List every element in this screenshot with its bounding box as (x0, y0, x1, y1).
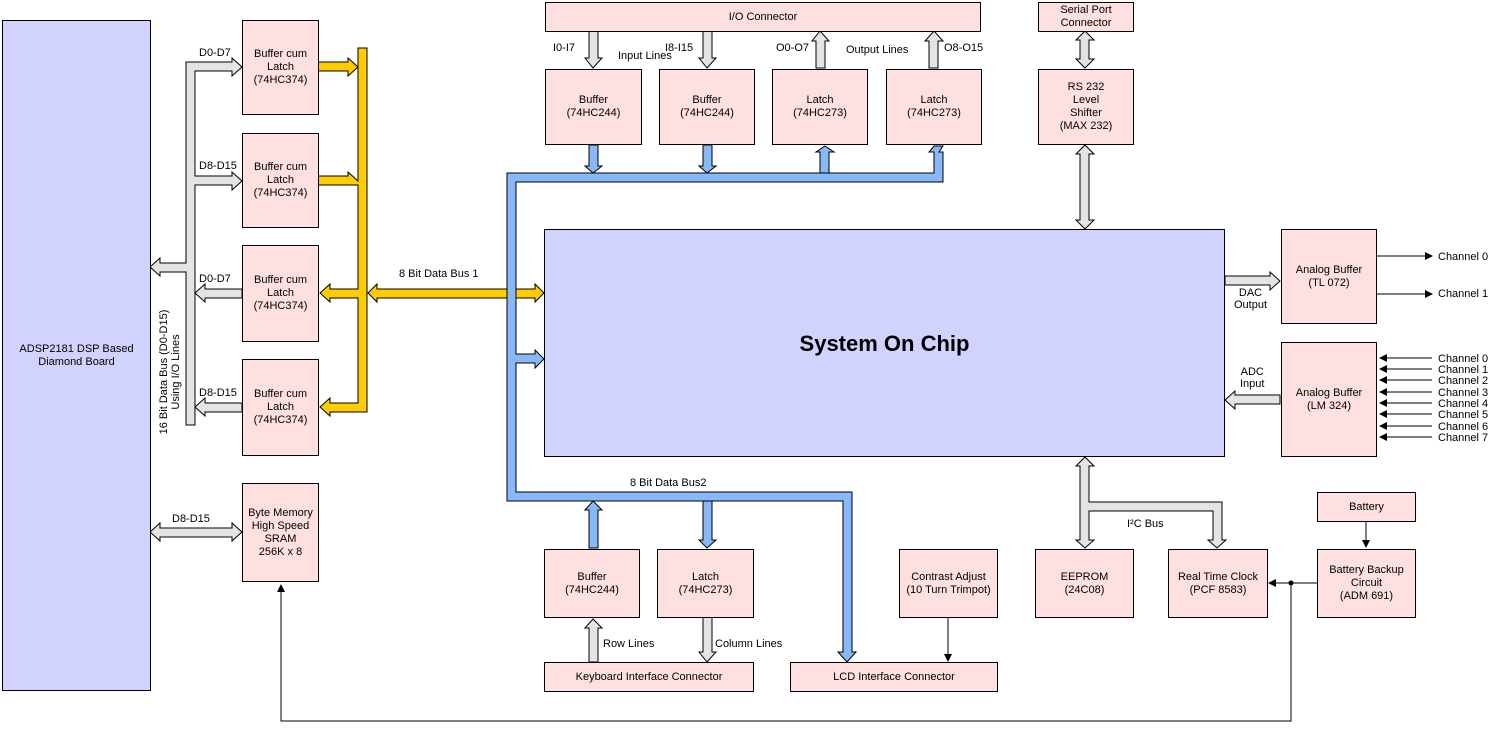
junction-dot (1288, 580, 1294, 586)
adc-channel-label: Channel 5 (1438, 409, 1489, 421)
io-connector-block: I/O Connector (545, 2, 981, 32)
io-buffer-1: Buffer (74HC244) (545, 69, 642, 145)
sram-block: Byte Memory High Speed SRAM 256K x 8 (242, 483, 319, 582)
analog-buffer-adc: Analog Buffer (LM 324) (1281, 342, 1377, 457)
battery-block: Battery (1317, 492, 1416, 522)
analog-buffer-dac: Analog Buffer (TL 072) (1281, 229, 1377, 324)
dac-channel-label: Channel 0 (1438, 251, 1489, 263)
label-16bit-bus: 16 Bit Data Bus (D0-D15) Using I/O Lines (158, 309, 182, 435)
system-on-chip-block: System On Chip (544, 229, 1225, 457)
io-latch-1: Latch (74HC273) (772, 69, 868, 145)
keyboard-latch: Latch (74HC273) (657, 549, 754, 618)
io-line-arrows (583, 30, 1281, 663)
label-o0-o7: O0-O7 (776, 42, 810, 54)
buffer-latch-4: Buffer cum Latch (74HC374) (242, 359, 319, 456)
battery-backup-block: Battery Backup Circuit (ADM 691) (1317, 549, 1416, 618)
soc-title: System On Chip (799, 330, 970, 356)
label-d0-d7-top: D0-D7 (199, 47, 231, 59)
label-d0-d7-bottom: D0-D7 (199, 273, 231, 285)
lcd-interface-connector: LCD Interface Connector (790, 662, 998, 692)
buffer-latch-2: Buffer cum Latch (74HC374) (242, 133, 319, 228)
blue-bus-8bit (506, 144, 944, 663)
buffer-latch-3: Buffer cum Latch (74HC374) (242, 245, 319, 342)
contrast-adjust-block: Contrast Adjust (10 Turn Trimpot) (899, 549, 998, 618)
label-o8-o15: O8-O15 (944, 42, 984, 54)
label-output-lines: Output Lines (846, 44, 909, 56)
rs232-level-shifter: RS 232 Level Shifter (MAX 232) (1038, 69, 1134, 145)
label-input-lines: Input Lines (618, 50, 672, 62)
label-i0-i7: I0-I7 (553, 42, 576, 54)
gray-bus-16bit (149, 56, 243, 543)
adc-channel-label: Channel 2 (1438, 375, 1489, 387)
serial-port-connector: Serial Port Connector (1038, 2, 1134, 32)
label-dac-output: DAC Output (1234, 287, 1268, 311)
io-buffer-2: Buffer (74HC244) (659, 69, 755, 145)
rtc-block: Real Time Clock (PCF 8583) (1168, 549, 1268, 618)
label-d8-d15-sram: D8-D15 (172, 513, 210, 525)
yellow-bus-8bit-1 (317, 47, 545, 418)
label-8bit-bus-1: 8 Bit Data Bus 1 (399, 268, 479, 280)
label-column-lines: Column Lines (715, 638, 783, 650)
adc-channel-label: Channel 0 (1438, 353, 1489, 365)
io-latch-2: Latch (74HC273) (886, 69, 982, 145)
label-row-lines: Row Lines (603, 638, 655, 650)
label-d8-d15-bottom: D8-D15 (199, 387, 237, 399)
adc-channel-label: Channel 4 (1438, 398, 1489, 410)
label-8bit-bus-2: 8 Bit Data Bus2 (630, 477, 707, 489)
keyboard-interface-connector: Keyboard Interface Connector (544, 662, 754, 692)
adc-channel-label: Channel 7 (1438, 432, 1489, 444)
dsp-board-block: ADSP2181 DSP Based Diamond Board (2, 20, 151, 691)
adc-channel-label: Channel 1 (1438, 364, 1489, 376)
buffer-latch-1: Buffer cum Latch (74HC374) (242, 20, 319, 115)
label-adc-input: ADC Input (1240, 366, 1265, 390)
adc-channel-label: Channel 3 (1438, 387, 1489, 399)
eeprom-block: EEPROM (24C08) (1035, 549, 1134, 618)
label-d8-d15-top: D8-D15 (199, 160, 237, 172)
label-i8-i15: I8-I15 (665, 42, 694, 54)
adc-channel-label: Channel 6 (1438, 421, 1489, 433)
dac-channel-label: Channel 1 (1438, 288, 1489, 300)
label-i2c-bus: I²C Bus (1127, 518, 1164, 530)
keyboard-buffer: Buffer (74HC244) (544, 549, 640, 618)
